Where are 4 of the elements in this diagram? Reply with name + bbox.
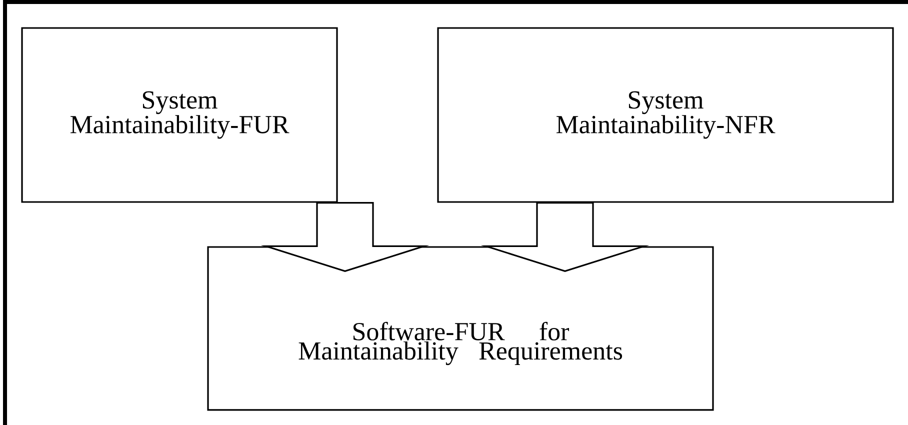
- process-box: System Maintainability-NFR: [437, 27, 894, 203]
- block-arrow: [260, 202, 430, 272]
- block-arrow: [480, 202, 650, 272]
- process-box: System Maintainability-FUR: [21, 27, 338, 203]
